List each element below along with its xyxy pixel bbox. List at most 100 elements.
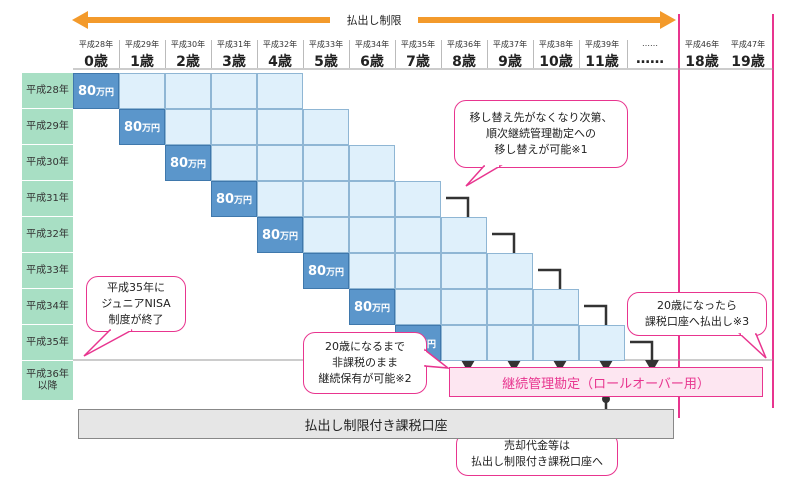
column-age-label: 2歳 [176,54,200,70]
holding-period-cell [303,217,349,253]
holding-period-cell [165,73,211,109]
column-era-label: 平成38年 [538,40,574,49]
column-era-label: 平成39年 [584,40,620,49]
holding-period-cell [395,217,441,253]
column-age-label: 6歳 [360,54,384,70]
restriction-label: 払出し制限 [346,14,402,27]
column-age-label: 9歳 [498,54,522,70]
row-year-label: 平成33年 [22,253,73,289]
holding-period-cell [441,217,487,253]
holding-period-cell [165,109,211,145]
column-era-label: 平成29年 [124,40,160,49]
column-era-label: 平成31年 [216,40,252,49]
holding-period-cell [211,109,257,145]
amount-unit: 万円 [234,195,253,206]
transfer-callout: 移し替え先がなくなり次第、 順次継続管理勘定への 移し替えが可能※1 [454,100,628,168]
amount-value: 80 [77,83,97,99]
column-era-label: 平成30年 [170,40,206,49]
holding-period-cell [487,253,533,289]
holding-period-cell [395,289,441,325]
holding-period-cell [257,145,303,181]
holding-period-cell [349,217,395,253]
row-year-label: 平成36年 以降 [22,361,73,401]
column-age-label: 11歳 [585,54,619,70]
holding-period-cell [211,73,257,109]
column-era-label: 平成28年 [78,40,114,49]
amount-value: 80 [215,191,235,207]
column-era-label: 平成37年 [492,40,528,49]
holding-period-cell [349,145,395,181]
restriction-arrowhead-right [660,11,676,29]
holding-period-cell [395,253,441,289]
amount-value: 80 [169,155,189,171]
column-era-label: 平成34年 [354,40,390,49]
column-era-label: 平成36年 [446,40,482,49]
row-year-label: 平成31年 [22,181,73,217]
restricted-taxable-account: 払出し制限付き課税口座 [78,409,674,439]
holding-period-cell [303,181,349,217]
holding-period-cell [487,325,533,361]
holding-period-cell [579,325,625,361]
amount-value: 80 [123,119,143,135]
amount-value: 80 [307,263,327,279]
holding-period-cell [257,109,303,145]
amount-unit: 万円 [142,123,161,134]
program-end-callout: 平成35年に ジュニアNISA 制度が終了 [86,276,186,332]
holding-period-cell [303,145,349,181]
column-era-label: 平成46年 [684,40,720,49]
amount-unit: 万円 [372,303,391,314]
amount-unit: 万円 [188,159,207,170]
withdraw-callout: 20歳になったら 課税口座へ払出し※3 [627,292,767,336]
amount-unit: 万円 [326,267,345,278]
column-age-label: 18歳 [685,54,719,70]
column-era-label: 平成33年 [308,40,344,49]
holding-period-cell [441,289,487,325]
column-age-label: 10歳 [539,54,573,70]
column-era-label: 平成32年 [262,40,298,49]
column-age-label: 7歳 [406,54,430,70]
amount-value: 80 [353,299,373,315]
row-year-label: 平成35年 [22,325,73,361]
row-year-label: 平成29年 [22,109,73,145]
continuation-management-account: 継続管理勘定（ロールオーバー用） [449,367,763,397]
column-age-label: 0歳 [84,54,108,70]
amount-unit: 万円 [418,339,437,350]
holding-period-cell [211,145,257,181]
holding-period-cell [257,73,303,109]
holding-period-cell [257,181,303,217]
column-era-label: …… [642,39,658,48]
column-era-label: 平成47年 [730,40,766,49]
column-age-label: 19歳 [731,54,765,70]
holding-period-cell [303,109,349,145]
column-age-label: 4歳 [268,54,292,70]
row-year-label: 平成30年 [22,145,73,181]
column-age-label: 5歳 [314,54,338,70]
row-year-label: 平成32年 [22,217,73,253]
holding-period-cell [441,253,487,289]
holding-period-cell [533,325,579,361]
holding-period-cell [441,325,487,361]
column-era-label: 平成35年 [400,40,436,49]
column-age-label: 1歳 [130,54,154,70]
amount-value: 80 [261,227,281,243]
holding-period-cell [119,73,165,109]
row-year-label: 平成34年 [22,289,73,325]
row-year-label: 平成28年 [22,73,73,109]
holding-period-cell [395,181,441,217]
tax-free-hold-callout: 20歳になるまで 非課税のまま 継続保有が可能※2 [303,332,427,394]
amount-unit: 万円 [96,87,115,98]
holding-period-cell [487,289,533,325]
holding-period-cell [533,289,579,325]
holding-period-cell [349,253,395,289]
column-age-label: 8歳 [452,54,476,70]
restriction-arrowhead-left [72,11,88,29]
column-age-label: …… [636,51,664,67]
holding-period-cell [349,181,395,217]
